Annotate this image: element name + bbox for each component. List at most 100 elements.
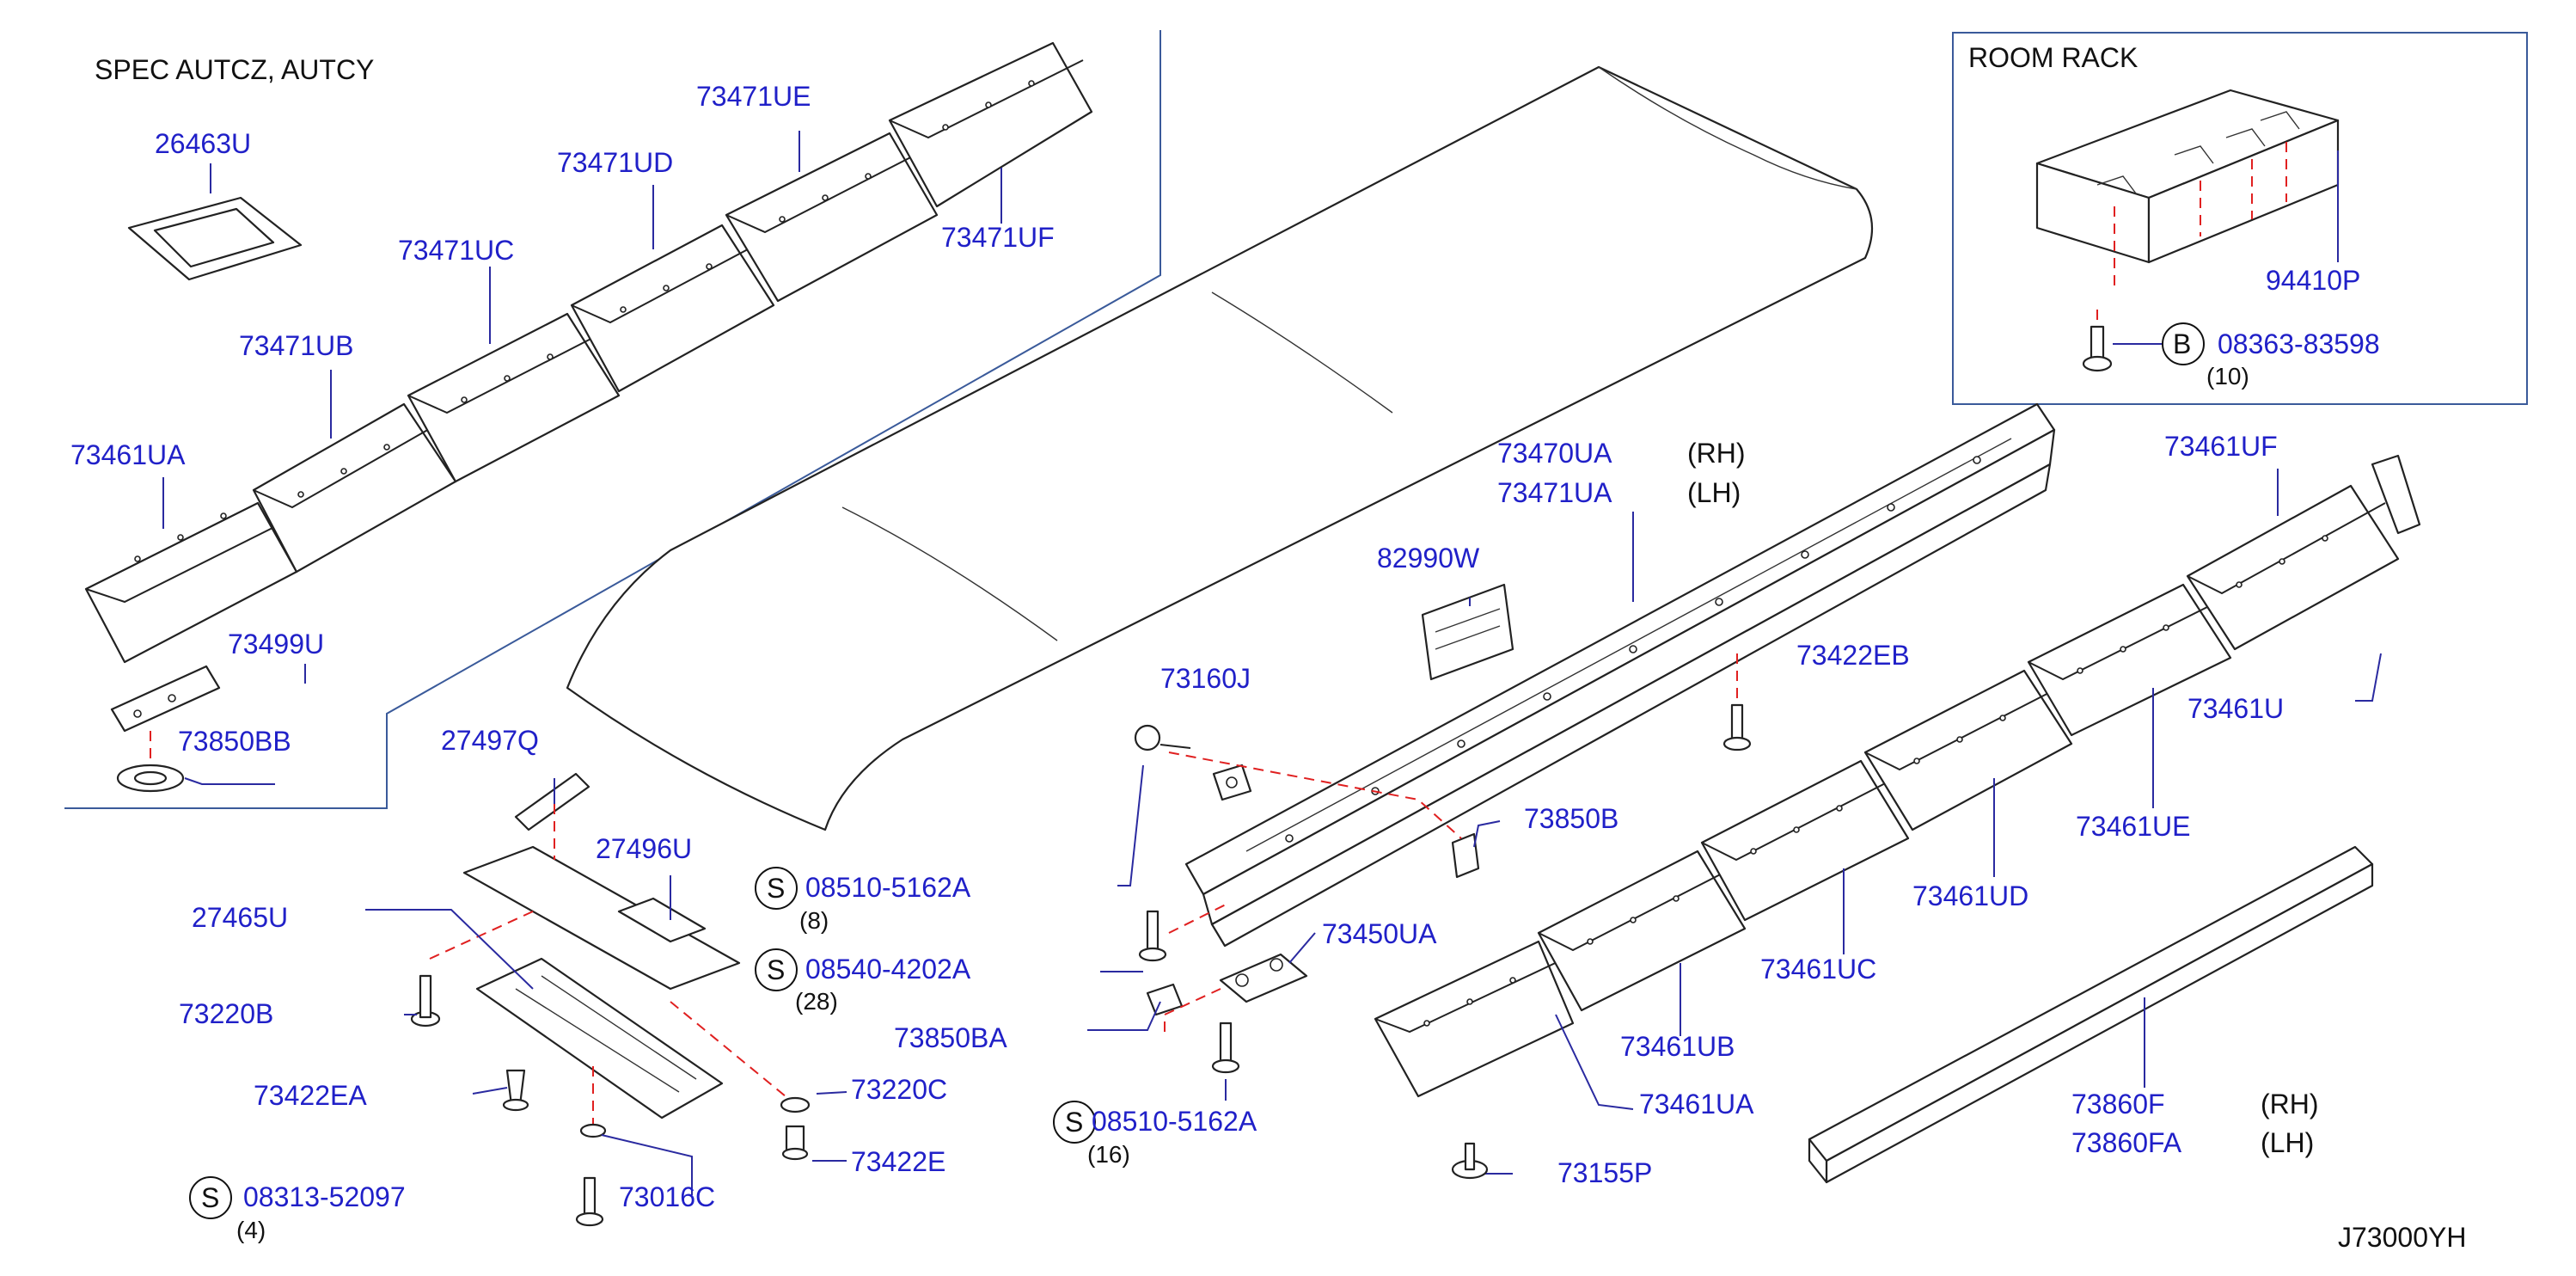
label-73422EB: 73422EB [1796,640,1910,671]
label-26463U: 26463U [155,128,251,159]
s-code-3: S [1065,1107,1083,1138]
base-27496U [462,845,741,991]
grommet-82990W-shape [1421,583,1514,681]
rail-segment-73461UD-r [1863,669,2073,831]
rail-segment-73471UE [725,132,939,303]
clip-73850BB [116,764,185,793]
label-73422EA: 73422EA [254,1080,367,1111]
pad-leaders [365,778,847,1195]
s-circle-3 [1053,1101,1096,1144]
center-dashes [1164,653,1738,1032]
s-code-2: S [767,954,785,985]
label-73220B: 73220B [179,998,273,1029]
label-08510-5162A-a: 08510-5162A [805,872,971,903]
molding-73860F [1808,845,2374,1184]
qty-08363-83598: (10) [2206,363,2249,390]
label-73471UC: 73471UC [398,235,514,266]
right-rail-segments [1374,454,2421,1098]
label-73220C: 73220C [851,1074,947,1105]
left-rail-segments [84,41,1093,664]
roof-panel [566,65,1874,831]
s-circle-4 [189,1176,232,1219]
qty-08313-52097: (4) [236,1217,266,1243]
spec-note: SPEC AUTCZ, AUTCY [95,54,374,85]
s-circle-2 [755,948,798,991]
room-rack-leaders [2113,150,2339,345]
bracket-73450UA-shape [1219,953,1308,1003]
label-08313-52097: 08313-52097 [243,1181,406,1212]
label-73860F: 73860F [2071,1089,2165,1120]
label-73860FA: 73860FA [2071,1127,2182,1158]
roof-clip-73155P [1451,1142,1489,1180]
label-08540-4202A: 08540-4202A [805,954,971,985]
label-73160J: 73160J [1160,663,1251,694]
rail-segment-73471UB [252,402,457,574]
center-rh: (RH) [1687,438,1746,469]
room-rack-tray [2035,89,2340,264]
center-roof-rail [1184,402,2056,948]
rail-segment-73471UD [570,224,775,393]
right-rh: (RH) [2261,1089,2319,1120]
label-73155P: 73155P [1557,1157,1652,1188]
s-code-1: S [767,873,785,904]
label-27497Q: 27497Q [441,725,539,756]
rail-segment-73461UA-r [1374,940,1575,1098]
right-leaders [1555,469,2382,1110]
left-leaders [162,131,1002,785]
center-lh: (LH) [1687,477,1741,508]
bracket-27497Q [514,772,590,831]
clip-73850B-shape [1451,832,1480,879]
washer-73220C-shape [780,1096,811,1113]
screw-73155P-shape [1134,724,1191,751]
label-27465U: 27465U [192,902,288,933]
rail-segment-73461UF-r [2186,484,2400,651]
bolt-73220B-shape [410,974,441,1028]
gasket-26463U [127,196,303,281]
qty-08510-5162A-b: (16) [1087,1141,1130,1168]
diagram-code: J73000YH [2338,1222,2466,1253]
label-73016C: 73016C [619,1181,715,1212]
rail-segment-73461UE-r [2027,583,2232,737]
qty-08510-5162A-a: (8) [799,907,829,934]
s-circle-1 [755,867,798,910]
rail-segment-73471UF [888,41,1093,208]
pad-dashes [429,787,792,1126]
label-73461UD: 73461UD [1912,880,2028,911]
label-73461UC: 73461UC [1760,954,1876,985]
label-73461UB: 73461UB [1620,1031,1735,1062]
label-94410P: 94410P [2266,265,2360,296]
clip-73422EA-shape [502,1069,529,1112]
b-circle [2162,322,2205,365]
room-rack-title: ROOM RACK [1968,42,2138,73]
label-73461UF: 73461UF [2164,431,2278,462]
clip-73160J-shape [1212,764,1252,801]
rail-segment-73471UC [407,312,621,483]
label-73461UE: 73461UE [2076,811,2190,842]
label-73471UF: 73471UF [941,222,1055,253]
label-73470UA: 73470UA [1497,438,1612,469]
bolts-center [1138,703,1752,1074]
washer-73016C-shape [579,1123,607,1138]
label-73499U: 73499U [228,629,324,659]
label-73471UD: 73471UD [557,147,673,178]
pad-27465U [475,957,724,1120]
label-73471UA: 73471UA [1497,477,1612,508]
label-73850BB: 73850BB [178,726,291,757]
center-leaders [1087,512,1634,1175]
label-27496U: 27496U [596,833,692,864]
qty-08540-4202A: (28) [795,988,838,1015]
rail-segment-73461UB-r [1537,850,1747,1012]
label-82990W: 82990W [1377,543,1480,574]
room-rack-bolt [2082,325,2113,372]
label-73471UB: 73471UB [239,330,353,361]
rail-end-73461U [2371,454,2421,535]
label-73471UE: 73471UE [696,81,811,112]
right-lh: (LH) [2261,1127,2314,1158]
label-73461UA-left: 73461UA [70,439,186,470]
label-73461U: 73461U [2187,693,2284,724]
label-73422E: 73422E [851,1146,945,1177]
bolt-08313-shape [575,1176,604,1227]
label-73850B: 73850B [1524,803,1618,834]
pad-fasteners [410,974,811,1227]
